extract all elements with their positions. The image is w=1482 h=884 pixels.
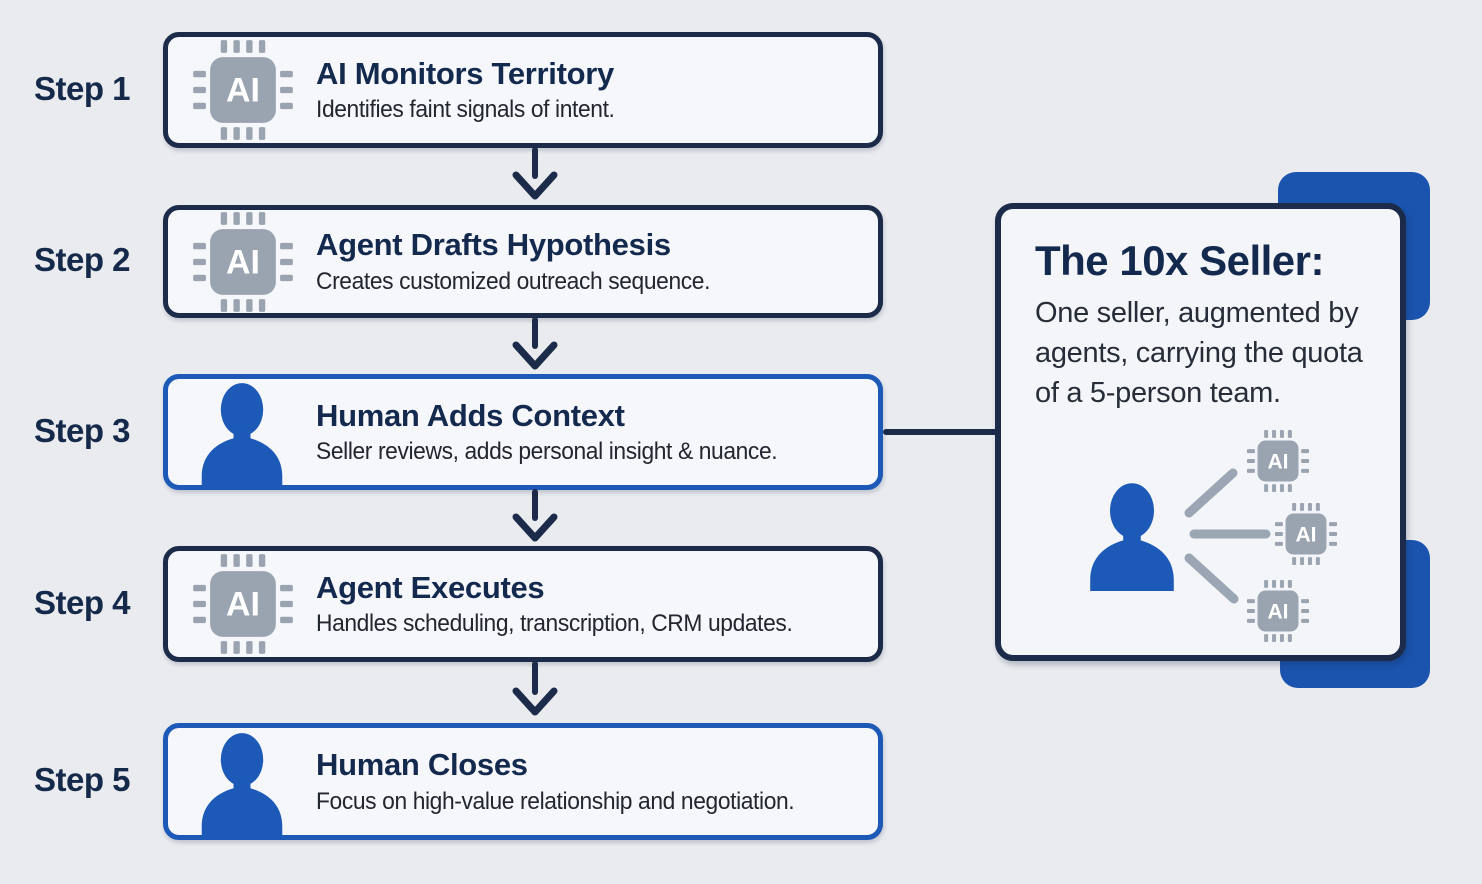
step-1-title: AI Monitors Territory: [316, 55, 614, 91]
ai-chip-icon: [193, 211, 293, 312]
step-4-text: Agent Executes Handles scheduling, trans…: [316, 570, 817, 639]
callout-body: One seller, augmented by agents, carryin…: [1035, 297, 1363, 410]
step-1-label: Step 1: [34, 70, 131, 107]
callout-title: The 10x Seller:: [1035, 237, 1324, 284]
ai-chip-icon: [1246, 429, 1310, 493]
step-5-icon-area: [168, 728, 300, 835]
ai-chip-icon: [1274, 502, 1338, 566]
step-1-box: AI Monitors Territory Identifies faint s…: [163, 32, 883, 148]
step-3-icon-area: [168, 379, 300, 485]
arrow-1-head: [512, 171, 558, 200]
arrow-4-head: [512, 687, 558, 716]
step-5-label: Step 5: [34, 761, 131, 798]
step-3-box: Human Adds Context Seller reviews, adds …: [163, 374, 883, 490]
arrow-2-head: [512, 341, 558, 370]
person-icon: [201, 733, 283, 835]
step-2-icon-area: [168, 210, 300, 313]
step-5-title: Human Closes: [316, 747, 528, 783]
step-5-box: Human Closes Focus on high-value relatio…: [163, 723, 883, 840]
arrow-3-head: [512, 513, 558, 542]
step-4-subtitle: Handles scheduling, transcription, CRM u…: [316, 610, 793, 638]
ai-chip-icon: [193, 554, 293, 654]
step-4-title: Agent Executes: [316, 569, 545, 605]
step-1-subtitle: Identifies faint signals of intent.: [316, 96, 615, 124]
ai-chip-icon: [193, 40, 293, 140]
step-4-box: Agent Executes Handles scheduling, trans…: [163, 546, 883, 662]
step-2-subtitle: Creates customized outreach sequence.: [316, 267, 711, 295]
step-1-text: AI Monitors Territory Identifies faint s…: [316, 56, 630, 125]
step-5-text: Human Closes Focus on high-value relatio…: [316, 747, 819, 816]
step-2-box: Agent Drafts Hypothesis Creates customiz…: [163, 205, 883, 318]
person-icon: [1090, 483, 1174, 591]
step-2-title: Agent Drafts Hypothesis: [316, 227, 671, 263]
step-4-icon-area: [168, 551, 300, 657]
person-icon: [201, 383, 283, 485]
step-3-label: Step 3: [34, 412, 131, 449]
ai-chip-icon: [1246, 579, 1310, 643]
step-3-text: Human Adds Context Seller reviews, adds …: [316, 398, 801, 467]
link-line-top: [1184, 468, 1238, 518]
callout-panel: The 10x Seller: One seller, augmented by…: [995, 203, 1406, 661]
step-3-title: Human Adds Context: [316, 397, 625, 433]
step-4-label: Step 4: [34, 584, 131, 621]
step-5-subtitle: Focus on high-value relationship and neg…: [316, 787, 795, 815]
step-1-icon-area: [168, 37, 300, 143]
link-line-bottom: [1184, 553, 1239, 604]
step-2-label: Step 2: [34, 241, 131, 278]
step-2-text: Agent Drafts Hypothesis Creates customiz…: [316, 227, 731, 296]
callout-illustration: [1090, 429, 1338, 643]
step-3-subtitle: Seller reviews, adds personal insight & …: [316, 438, 778, 466]
